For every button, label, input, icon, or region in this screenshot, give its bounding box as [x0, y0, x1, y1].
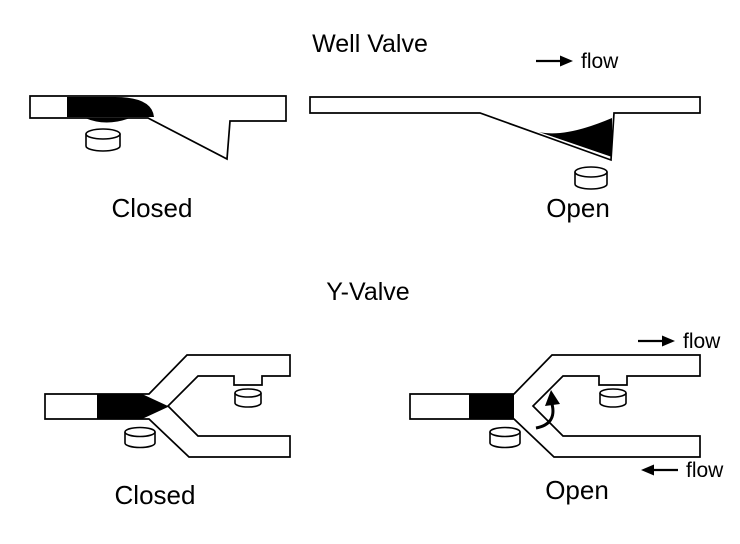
well-valve-open: flow Open — [309, 50, 701, 223]
y-valve-flow-out-label: flow — [683, 330, 721, 353]
y-valve-open-channel — [409, 354, 701, 458]
y-valve-closed: Closed — [44, 354, 291, 510]
y-valve-closed-label: Closed — [115, 480, 196, 510]
well-valve-open-membrane — [539, 118, 612, 157]
well-valve-closed-label: Closed — [112, 193, 193, 223]
y-valve-open-plug — [469, 394, 514, 419]
y-valve-open-inlet-actuator-icon — [489, 426, 521, 449]
y-valve-closed-inlet-actuator-icon — [124, 426, 156, 449]
well-valve-open-actuator-icon — [574, 166, 608, 190]
y-valve-closed-branch-actuator-icon — [234, 388, 262, 408]
well-valve-open-channel — [309, 96, 701, 162]
well-valve-open-label: Open — [546, 193, 610, 223]
y-valve-flow-in-label: flow — [686, 459, 724, 482]
y-valve-flow-out-arrow-right-icon — [638, 335, 675, 347]
y-valve-closed-plug — [97, 394, 142, 419]
y-valve-title: Y-Valve — [326, 278, 409, 306]
well-valve-closed-actuator-icon — [85, 128, 121, 152]
well-valve-closed-membrane — [67, 97, 154, 117]
well-valve-title: Well Valve — [312, 30, 428, 58]
well-valve-closed-membrane-bulge — [85, 118, 130, 123]
y-valve-open-switch-arrow-icon — [535, 390, 560, 430]
y-valve-flow-in-arrow-left-icon — [641, 464, 678, 476]
well-valve-flow-label: flow — [581, 50, 619, 73]
well-valve-closed: Closed — [29, 95, 287, 223]
y-valve-closed-wedge — [142, 394, 169, 419]
y-valve-open-label: Open — [545, 475, 609, 505]
y-valve-open: flow flow Open — [409, 330, 724, 505]
y-valve-open-branch-actuator-icon — [599, 388, 627, 408]
well-valve-flow-arrow-right-icon — [536, 55, 573, 67]
